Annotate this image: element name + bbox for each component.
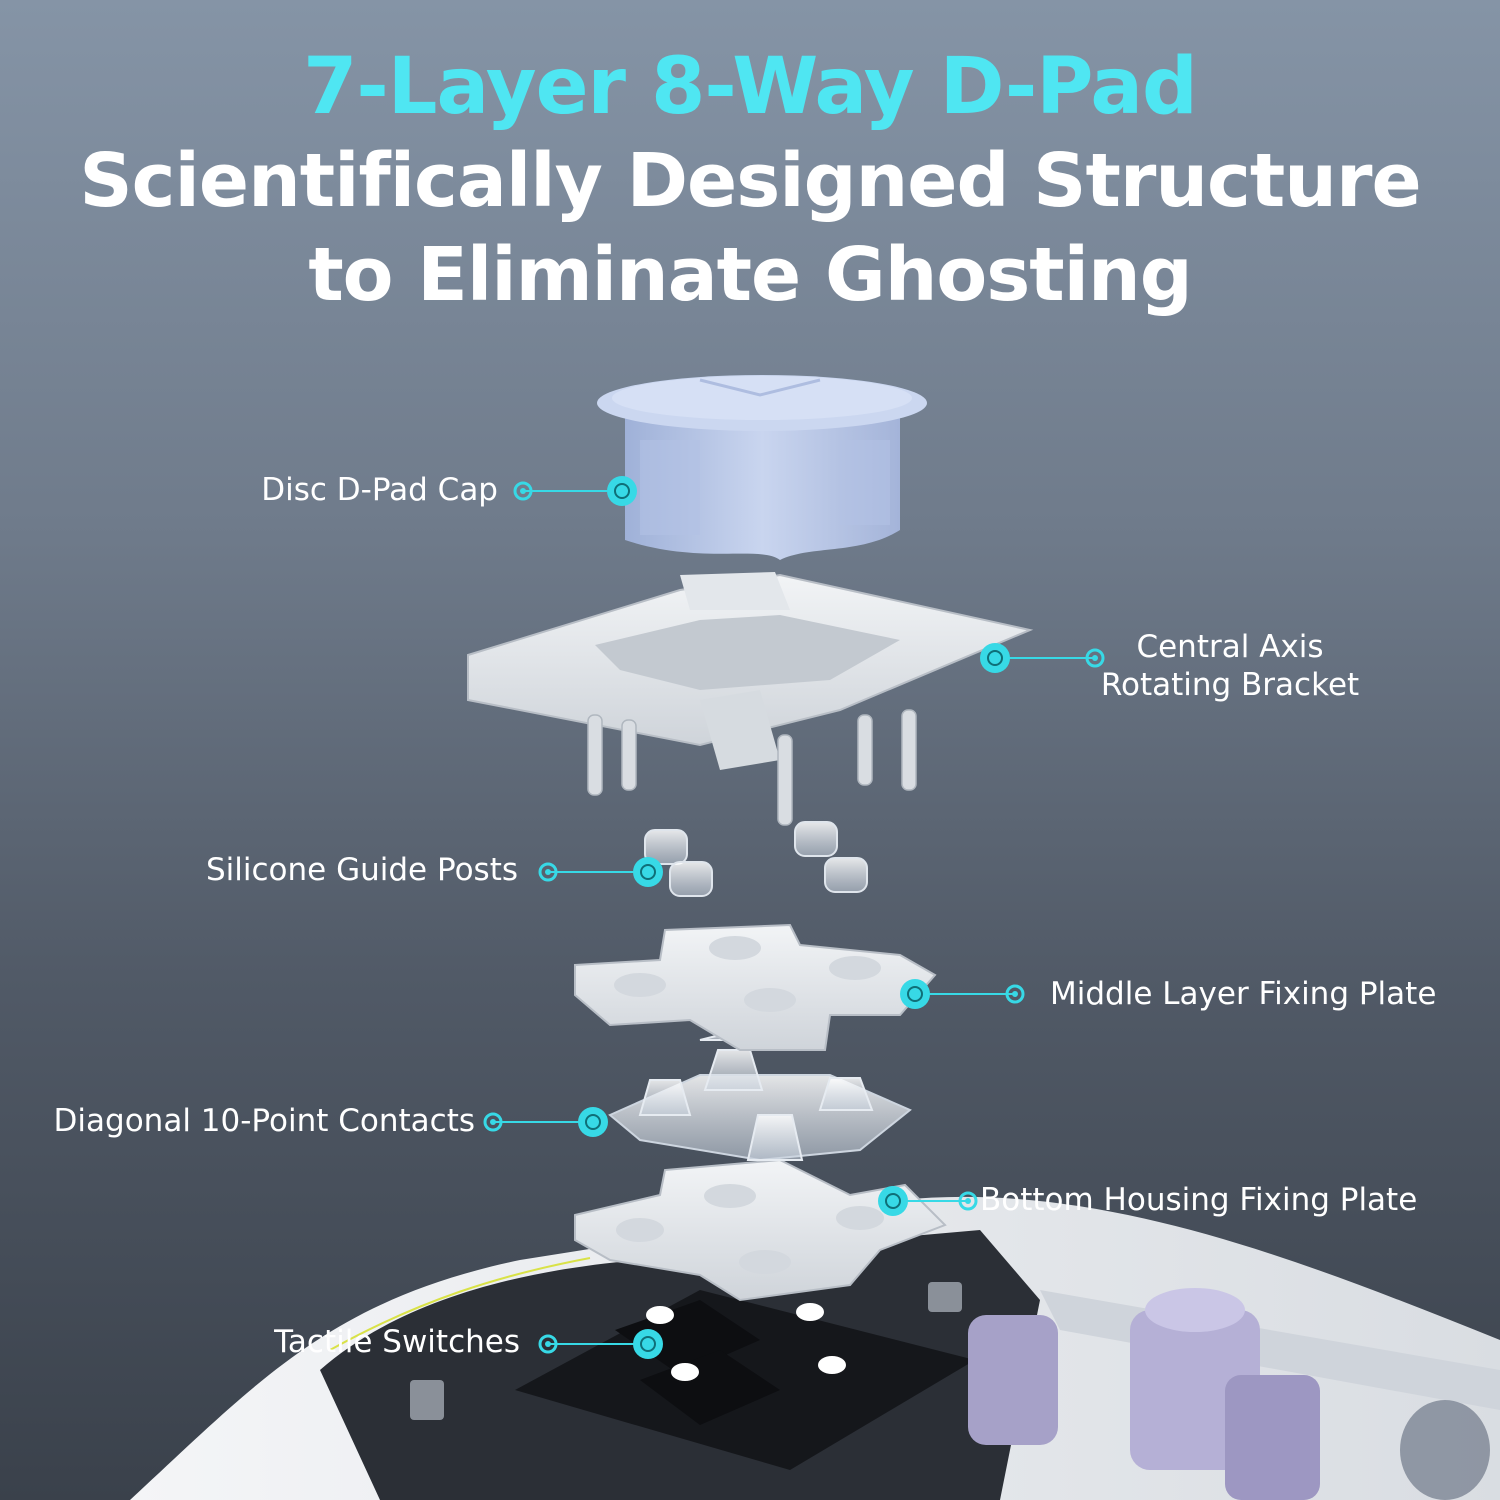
- label-central-axis-rotating-bracket: Central Axis Rotating Bracket: [1100, 628, 1360, 704]
- small-dot-icon: [538, 1334, 558, 1354]
- bottom-housing-fixing-plate: [574, 1158, 947, 1302]
- silicone-guide-posts: [644, 821, 868, 897]
- tactile-switch-board: [410, 1282, 975, 1470]
- label-diagonal-contacts: Diagonal 10-Point Contacts: [53, 1103, 475, 1139]
- label-disc-dpad-cap: Disc D-Pad Cap: [261, 472, 498, 508]
- central-axis-rotating-bracket: [467, 572, 1034, 826]
- middle-layer-fixing-plate: [574, 923, 937, 1051]
- small-dot-icon: [1005, 984, 1025, 1004]
- small-dot-icon: [958, 1191, 978, 1211]
- large-dot-icon: [607, 476, 637, 506]
- small-dot-icon: [538, 862, 558, 882]
- wire: [329, 1257, 591, 1351]
- label-middle-layer-fixing-plate: Middle Layer Fixing Plate: [1050, 976, 1437, 1012]
- switch-dot-icon: [646, 1306, 674, 1324]
- switch-dot-icon: [671, 1363, 699, 1381]
- large-dot-icon: [900, 979, 930, 1009]
- label-silicone-guide-posts: Silicone Guide Posts: [206, 852, 518, 888]
- switch-dot-icon: [818, 1356, 846, 1374]
- large-dot-icon: [980, 643, 1010, 673]
- subtitle-line-1: Scientifically Designed Structure: [79, 138, 1421, 224]
- large-dot-icon: [633, 857, 663, 887]
- label-central-axis-line1: Central Axis: [1136, 629, 1324, 665]
- small-dot-icon: [483, 1112, 503, 1132]
- label-central-axis-line2: Rotating Bracket: [1100, 667, 1360, 703]
- diagonal-contacts: [608, 1034, 912, 1162]
- switch-dot-icon: [796, 1303, 824, 1321]
- subtitle-line-2: to Eliminate Ghosting: [308, 232, 1192, 318]
- label-tactile-switches: Tactile Switches: [274, 1324, 520, 1360]
- small-dot-icon: [1085, 648, 1105, 668]
- large-dot-icon: [633, 1329, 663, 1359]
- large-dot-icon: [878, 1186, 908, 1216]
- face-buttons: [968, 1288, 1490, 1500]
- small-dot-icon: [513, 481, 533, 501]
- disc-dpad-cap: [597, 375, 927, 560]
- label-bottom-housing-fixing-plate: Bottom Housing Fixing Plate: [980, 1182, 1418, 1218]
- large-dot-icon: [578, 1107, 608, 1137]
- page-title: 7-Layer 8-Way D-Pad: [303, 42, 1198, 132]
- callout-dots: [483, 476, 1105, 1359]
